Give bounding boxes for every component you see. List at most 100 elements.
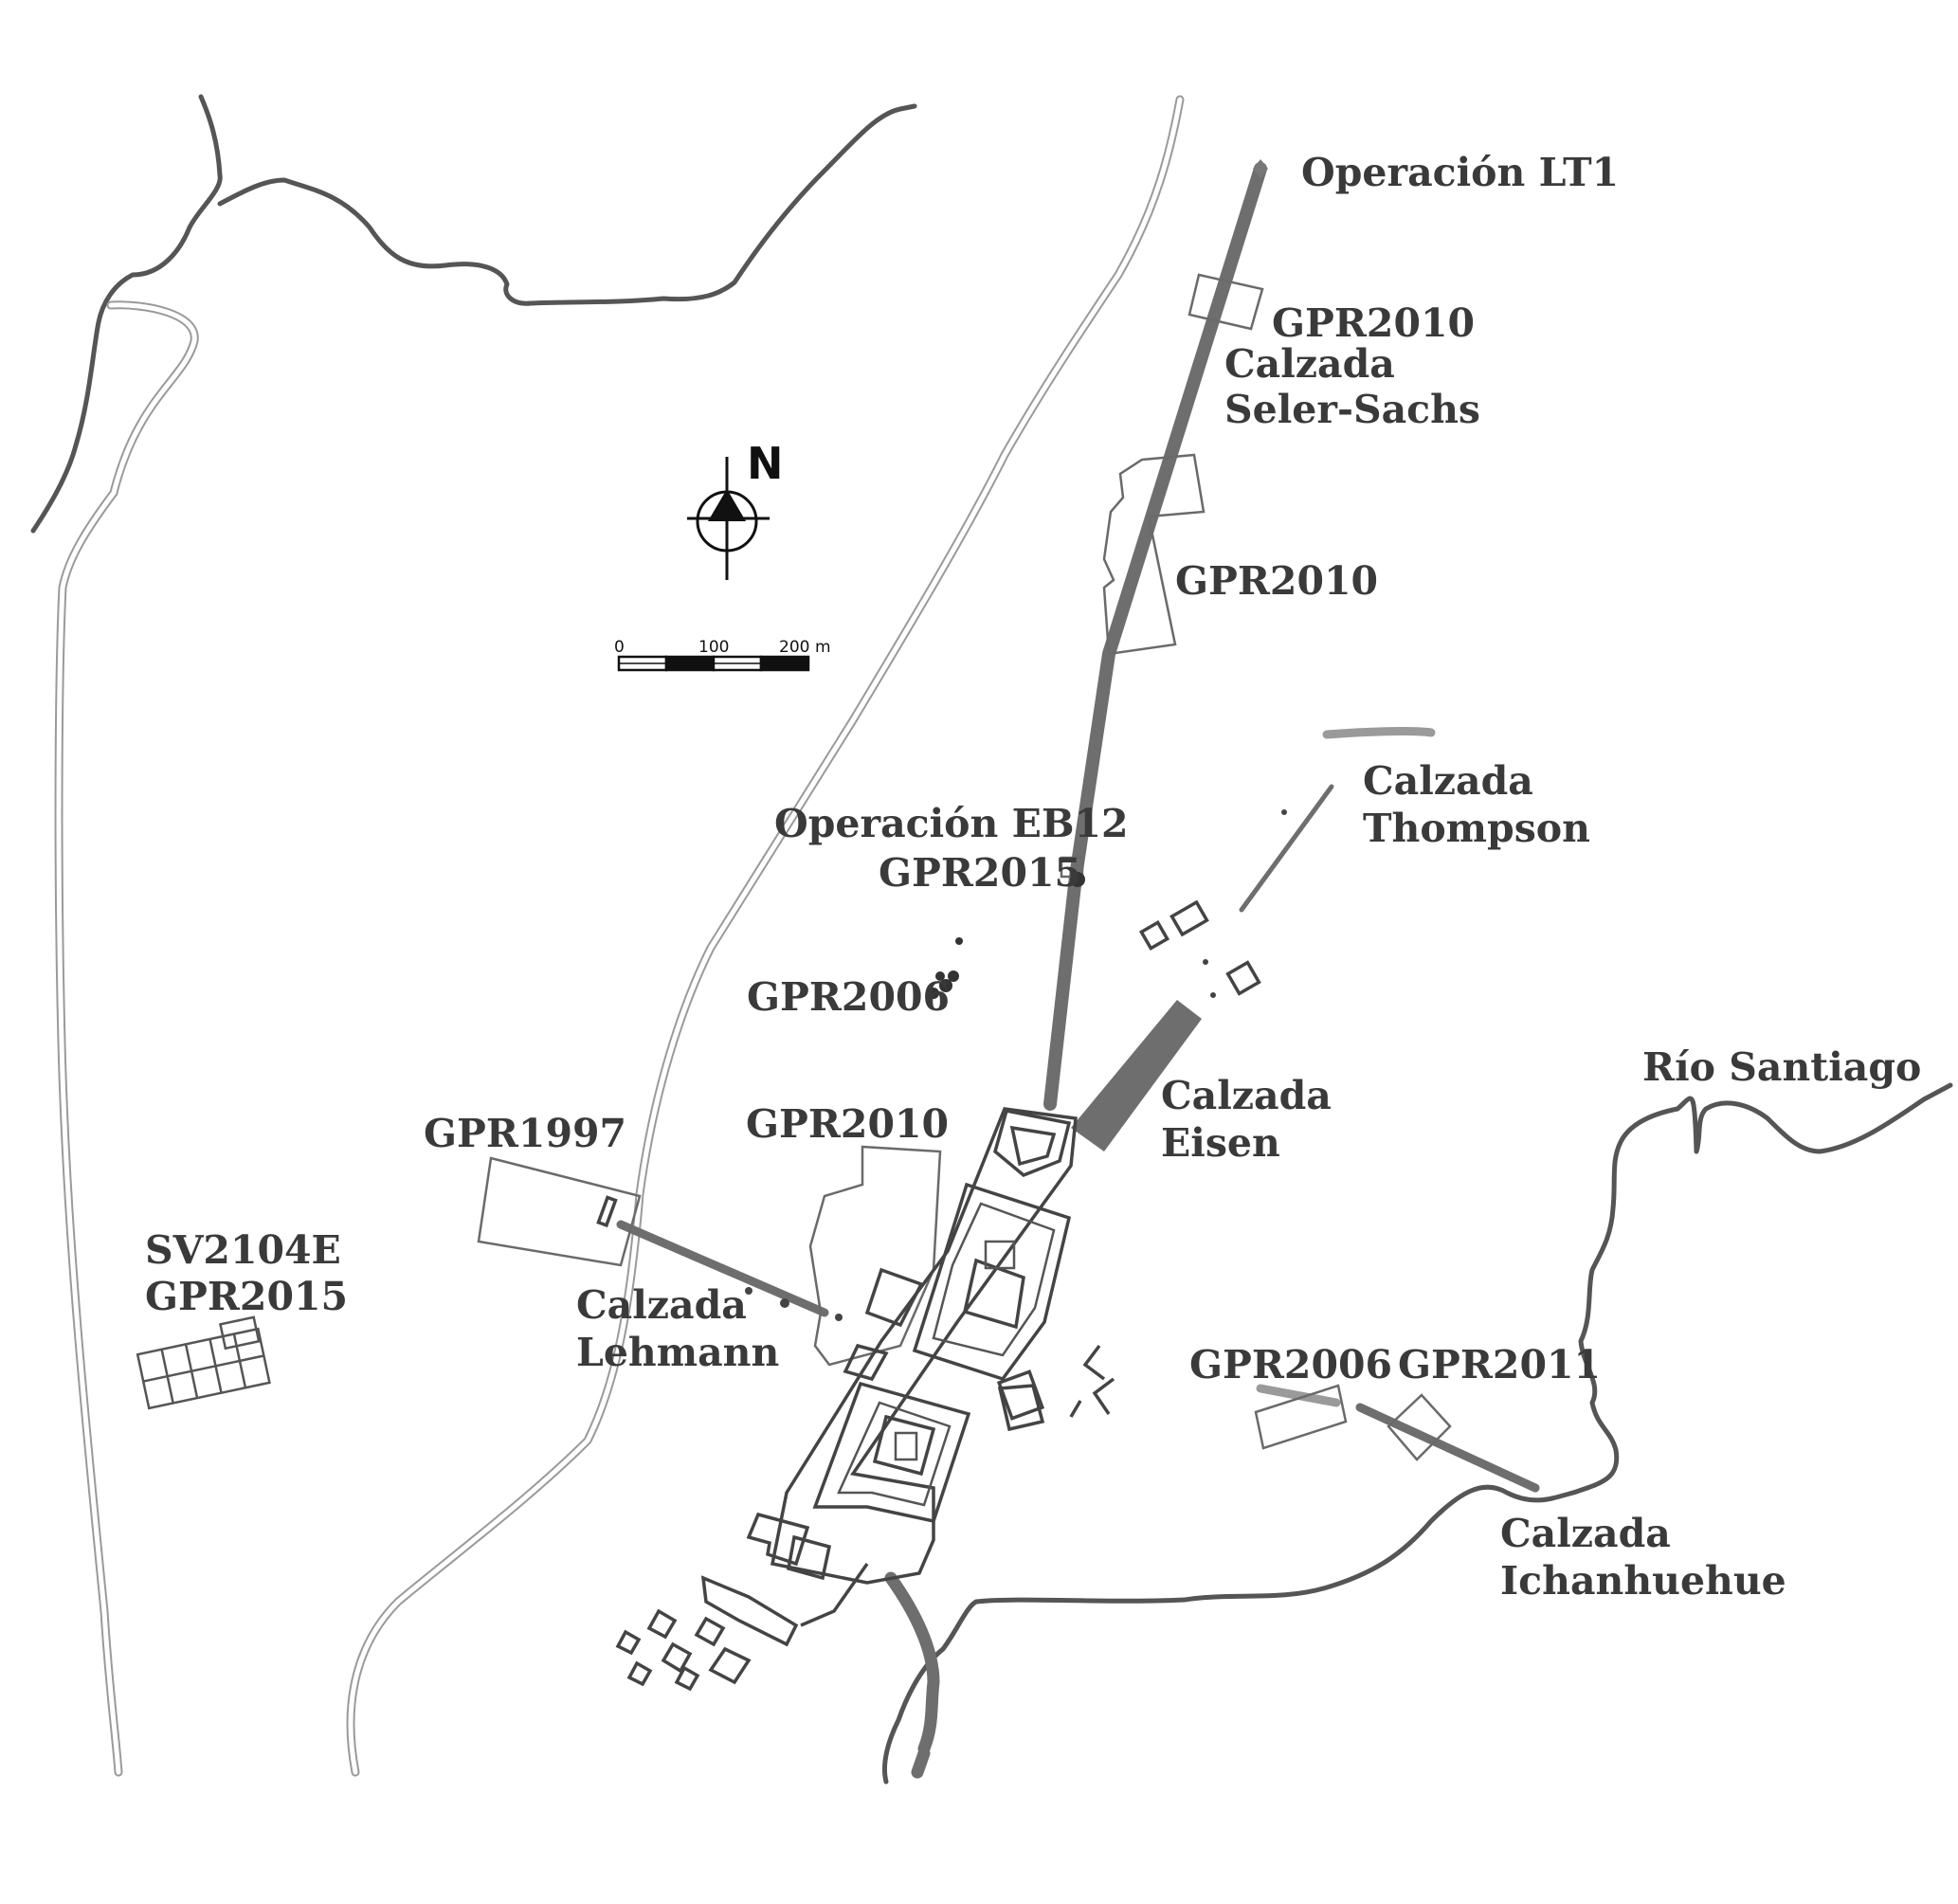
label-operacion-lt1: Operación LT1 [1301, 150, 1619, 195]
southern-plaza [812, 1381, 971, 1524]
rivers [30, 94, 1953, 1785]
scale-tick-200: 200 [779, 638, 809, 657]
road-west-inner [56, 302, 197, 1775]
label-gpr2010-south: GPR2010 [746, 1101, 949, 1147]
causeways [616, 162, 1540, 1779]
grid-line [142, 1354, 264, 1383]
north-arrow: N [687, 438, 784, 580]
structure-bracket-2 [1092, 1377, 1115, 1415]
label-calzada-eisen-1: Calzada [1161, 1073, 1332, 1118]
scale-bar: 0 100 200 m [614, 638, 831, 672]
grid-line [184, 1344, 199, 1399]
grid-line [232, 1333, 247, 1388]
west-annex-2 [843, 1343, 889, 1382]
label-gpr2011: GPR2011 [1398, 1342, 1601, 1387]
north-arrow-head [708, 489, 746, 521]
structure-bracket-1 [1082, 1344, 1106, 1381]
structure-mound-south-3 [661, 1641, 693, 1674]
grid-line [208, 1338, 223, 1393]
scale-tick-0: 0 [614, 638, 625, 657]
label-calzada-lehmann-1: Calzada [576, 1282, 747, 1328]
calzada-thompson-line [1239, 784, 1334, 913]
structure-mound-south-7 [708, 1646, 752, 1685]
structure-mound [1225, 960, 1261, 996]
gpr2006-east-area [1254, 1384, 1348, 1450]
calzada-lehmann-line [616, 1220, 829, 1317]
label-gpr2010-mid: GPR2010 [1175, 558, 1378, 604]
northern-platform [993, 1108, 1072, 1178]
structure-bracket-3 [1069, 1400, 1082, 1418]
eisen-dot [1210, 992, 1216, 998]
west-annex-1 [864, 1267, 924, 1328]
south-wing-1 [746, 1512, 810, 1567]
label-gpr2006-east: GPR2006 [1189, 1342, 1392, 1387]
label-gpr1997: GPR1997 [424, 1111, 626, 1156]
causeway-south-dash [911, 1747, 931, 1779]
complex-outer-wall [770, 1107, 1078, 1585]
south-wing-3 [786, 1534, 832, 1581]
gpr2010-mid-area [1102, 453, 1206, 656]
structure-mound-south-1 [646, 1608, 678, 1640]
central-temple [962, 1258, 1025, 1330]
label-sv2104e: SV2104E [145, 1227, 341, 1273]
northern-platform-inner [1009, 1125, 1057, 1167]
calzada-seler-sachs-line [1043, 162, 1267, 1111]
gpr2010-south-area [808, 1145, 942, 1367]
north-label: N [747, 438, 784, 489]
map-labels: Operación LT1 GPR2010 Calzada Seler-Sach… [145, 150, 1921, 1604]
cluster-dot [948, 970, 959, 982]
operacion-eb12-marker [1070, 872, 1085, 887]
calzada-ichanhuehue-line [1355, 1403, 1540, 1493]
calzada-eisen-block [1071, 1000, 1202, 1151]
southern-plaza-inner [837, 1401, 952, 1507]
lehmann-dot [745, 1287, 752, 1295]
southern-temple [872, 1414, 936, 1477]
central-plaza [912, 1182, 1072, 1382]
gpr2006-cluster [928, 937, 963, 999]
label-calzada-seler-sachs-1: Calzada [1224, 341, 1395, 387]
grid-line [160, 1349, 174, 1404]
label-calzada-thompson-1: Calzada [1363, 758, 1533, 804]
river-northwest [30, 94, 223, 534]
cluster-dot [935, 971, 945, 981]
eisen-dot [1203, 959, 1208, 965]
label-gpr2015-eb12: GPR2015 [879, 850, 1081, 896]
south-wing-2 [700, 1575, 799, 1647]
causeway-south-line [884, 1571, 940, 1755]
cluster-dot [939, 979, 952, 992]
structure-mound [1138, 919, 1170, 952]
structure-eisen-east [996, 1369, 1045, 1421]
lehmann-dot [835, 1314, 843, 1321]
river-rio-santiago [881, 1082, 1953, 1785]
operacion-lt1-marker [1253, 159, 1268, 178]
structure-mound-south-2 [615, 1629, 642, 1656]
road-ichanhuehue-outline [1256, 1384, 1341, 1407]
road-diagonal-outline [346, 95, 1185, 1777]
gpr2010-north-area [1187, 273, 1264, 331]
gpr1997-area [477, 1156, 642, 1267]
label-gpr2006-west: GPR2006 [747, 974, 950, 1020]
road-west-outline [54, 300, 199, 1777]
scale-tick-100: 100 [698, 638, 729, 657]
east-annex-1 [997, 1384, 1045, 1432]
cluster-dot [955, 937, 963, 945]
ceremonial-complex [700, 1107, 1078, 1647]
roads [54, 95, 1436, 1777]
cluster-dot [928, 988, 939, 999]
small-structures [596, 899, 1261, 1692]
sv2104e-grid [136, 1315, 271, 1410]
southern-temple-room [894, 1431, 918, 1461]
lehmann-dot [780, 1298, 789, 1308]
label-calzada-ichanhuehue-1: Calzada [1500, 1511, 1671, 1556]
scale-unit: m [815, 638, 831, 657]
label-calzada-eisen-2: Eisen [1161, 1120, 1280, 1166]
grid-outline-east [218, 1315, 261, 1351]
road-thompson-outline [1322, 727, 1436, 739]
label-calzada-thompson-2: Thompson [1363, 806, 1590, 851]
complex-south-link [800, 1562, 869, 1627]
thompson-dot [1281, 809, 1287, 815]
structure-mound-south-4 [694, 1616, 726, 1647]
central-temple-room [984, 1240, 1016, 1270]
gpr2011-area [1387, 1393, 1452, 1461]
